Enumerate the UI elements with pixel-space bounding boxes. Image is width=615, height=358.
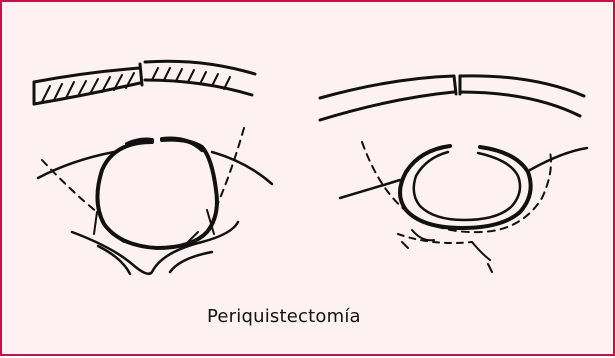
left-upper-wall [34, 61, 255, 104]
right-drawing [320, 76, 587, 272]
figure-caption: Periquistectomía [207, 306, 361, 327]
left-cyst [97, 138, 216, 248]
left-drawing [34, 61, 272, 274]
right-cyst [400, 146, 531, 228]
